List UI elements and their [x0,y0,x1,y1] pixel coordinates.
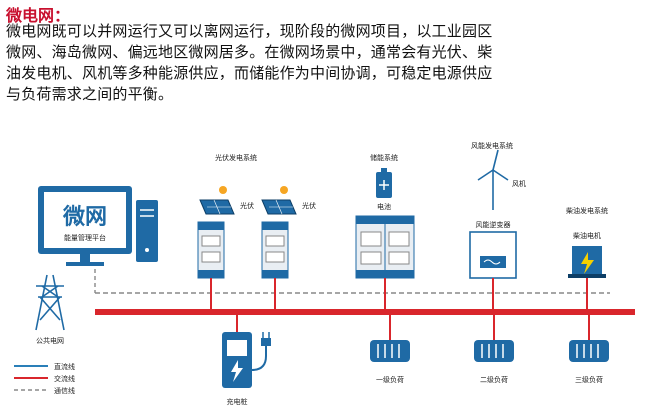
wind-inverter-box [469,231,517,279]
wind-label: 风机 [512,179,526,188]
storage-cabinet [355,215,415,279]
pv-label-1: 光伏 [240,201,254,210]
inverter-label: 风能逆变器 [476,220,511,229]
load-level-1-label: 一级负荷 [376,375,404,384]
diesel-system-title: 柴油发电系统 [566,206,608,215]
public-grid-tower-icon [35,274,65,331]
monitor-caption: 能量管理平台 [64,233,106,242]
section-heading: 微电网： [6,6,71,25]
pv-label-2: 光伏 [302,201,316,210]
pv-system-title: 光伏发电系统 [215,153,257,162]
wind-turbine-icon [477,149,509,210]
charging-pile-icon [222,332,271,388]
legend-dc-label: 直流线 [54,362,75,371]
solar-panel-icon [261,186,297,215]
energy-management-platform: 微网 能量管理平台 [38,186,158,266]
load-level-1-icon [370,340,410,362]
legend-ac-label: 交流线 [54,374,75,383]
load-level-3-label: 三级负荷 [575,375,603,384]
intro-paragraph: 微电网既可以并网运行又可以离网运行，现阶段的微网项目，以工业园区 微网、海岛微网… [6,21,656,105]
load-level-3-icon [569,340,609,362]
battery-icon [376,168,392,198]
monitor-title: 微网 [62,204,107,230]
paragraph-line: 微电网既可以并网运行又可以离网运行，现阶段的微网项目，以工业园区 [6,22,493,40]
paragraph-line: 微网、海岛微网、偏远地区微网居多。在微网场景中，通常会有光伏、柴 [6,43,493,61]
charger-label: 充电桩 [227,397,248,406]
ac-bus [95,309,635,315]
storage-system-title: 储能系统 [370,153,398,162]
load-level-2-label: 二级负荷 [480,375,508,384]
load-level-2-icon [474,340,514,362]
legend-comm-label: 通信线 [54,386,75,395]
paragraph-line: 与负荷需求之间的平衡。 [6,85,174,103]
diesel-label: 柴油电机 [573,231,601,240]
pv-inverter-cabinet [261,221,289,279]
diesel-generator-icon [568,246,606,278]
battery-label: 电池 [377,202,391,211]
wind-system-title: 风能发电系统 [471,141,513,150]
legend: 直流线 交流线 通信线 [14,362,75,395]
pv-inverter-cabinet [197,221,225,279]
paragraph-line: 油发电机、风机等多种能源供应，而储能作为中间协调，可稳定电源供应 [6,64,493,82]
solar-panel-icon [199,186,235,215]
public-grid-label: 公共电网 [36,336,64,345]
